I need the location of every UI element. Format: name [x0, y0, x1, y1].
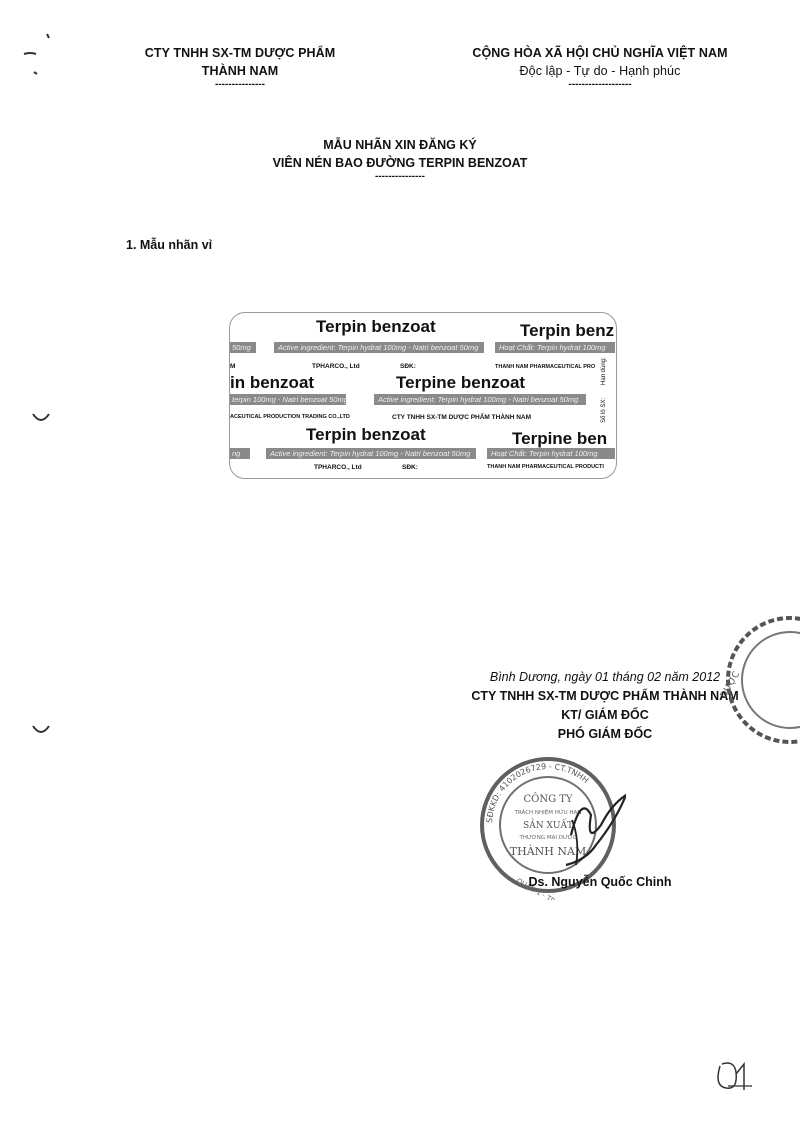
svg-text:THƯƠNG MẠI DƯỢC: THƯƠNG MẠI DƯỢC [518, 835, 576, 841]
label-registration: SĐK: [400, 363, 416, 370]
label-text: M [230, 363, 236, 370]
label-registration: SĐK: [402, 464, 418, 471]
label-company-vn: CTY TNHH SX-TM DƯỢC PHẨM THÀNH NAM [392, 414, 532, 421]
signature-role2: PHÓ GIÁM ĐỐC [557, 727, 653, 741]
section-heading: 1. Mẫu nhãn vỉ [126, 238, 213, 252]
republic-rule: ------------------- [568, 79, 632, 90]
signature-role1: KT/ GIÁM ĐỐC [561, 708, 649, 722]
company-name-line2: THÀNH NAM [201, 64, 279, 78]
date-line: Bình Dương, ngày 01 tháng 02 năm 2012 [489, 670, 721, 684]
label-ingredient-band: ng [230, 448, 250, 459]
company-rule: --------------- [215, 79, 265, 90]
label-product-name: Terpin benz [520, 321, 615, 340]
republic-line1: CỘNG HÒA XÃ HỘI CHỦ NGHĨA VIỆT NAM [472, 46, 728, 60]
label-manufacturer: TPHARCO., Ltd [314, 464, 362, 471]
label-manufacturer: TPHARCO., Ltd [312, 363, 360, 370]
page-mark [717, 1061, 752, 1090]
company-name-line1: CTY TNHH SX-TM DƯỢC PHẨM [144, 46, 336, 60]
label-expiry-vertical: Hạn dùng: [601, 357, 607, 385]
label-ingredient-band: Active ingredient: Terpin hydrat 100mg -… [266, 448, 476, 459]
svg-text:SẢN XUẤT: SẢN XUẤT [523, 818, 573, 831]
document-title: MẪU NHÃN XIN ĐĂNG KÝ VIÊN NÉN BAO ĐƯỜNG … [250, 136, 550, 182]
republic-header: CỘNG HÒA XÃ HỘI CHỦ NGHĨA VIỆT NAM Độc l… [455, 44, 745, 90]
svg-text:TRÁCH NHIỆM HỮU HẠN: TRÁCH NHIỆM HỮU HẠN [514, 808, 582, 816]
republic-motto: Độc lập - Tự do - Hạnh phúc [519, 64, 681, 78]
label-product-name: Terpin benzoat [306, 425, 426, 444]
company-seal: SĐKKD: 4102026729 - CT.TNHH CÔNG TY TRÁC… [480, 757, 626, 900]
label-manufacturer: THANH NAM PHARMACEUTICAL PRODUCTI [487, 464, 604, 470]
title-line1: MẪU NHÃN XIN ĐĂNG KÝ [323, 138, 477, 152]
svg-text:DƯỢC: DƯỢC [719, 670, 742, 700]
label-manufacturer: THANH NAM PHARMACEUTICAL PRO [495, 364, 596, 370]
svg-text:THÀNH NAM: THÀNH NAM [510, 844, 586, 858]
signature-company: CTY TNHH SX-TM DƯỢC PHẨM THÀNH NAM [471, 689, 739, 703]
partial-seal: DƯỢC [719, 616, 800, 744]
title-line2: VIÊN NÉN BAO ĐƯỜNG TERPIN BENZOAT [272, 156, 528, 170]
label-ingredient-band: Active ingredient: Terpin hydrat 100mg -… [374, 394, 586, 405]
label-product-name: Terpine benzoat [396, 373, 526, 392]
signature-block: Bình Dương, ngày 01 tháng 02 năm 2012 CT… [470, 668, 740, 744]
signer-name: Ds. Nguyễn Quốc Chinh [528, 875, 672, 889]
blister-label: Terpin benzoat Terpin benz 50mg Active i… [229, 312, 617, 479]
label-ingredient-band: 50mg [230, 342, 256, 353]
label-ingredient-band: Active ingredient: Terpin hydrat 100mg -… [274, 342, 484, 353]
label-product-name: Terpin benzoat [316, 317, 436, 336]
label-ingredient-band: Hoạt Chất: Terpin hydrat 100mg [495, 342, 615, 353]
label-product-name: in benzoat [230, 373, 315, 392]
label-ingredient-band: terpin 100mg - Natri benzoat 50mg [230, 394, 348, 405]
label-product-name: Terpine ben [512, 429, 608, 448]
title-rule: --------------- [375, 171, 425, 182]
label-company-en: ACEUTICAL PRODUCTION TRADING CO.,LTD [230, 414, 350, 420]
svg-text:CÔNG TY: CÔNG TY [523, 793, 572, 805]
company-header: CTY TNHH SX-TM DƯỢC PHẨM THÀNH NAM -----… [130, 44, 350, 90]
label-lot-vertical: Số lô SX: [601, 397, 607, 423]
label-ingredient-band: Hoạt Chất: Terpin hydrat 100mg [487, 448, 615, 459]
